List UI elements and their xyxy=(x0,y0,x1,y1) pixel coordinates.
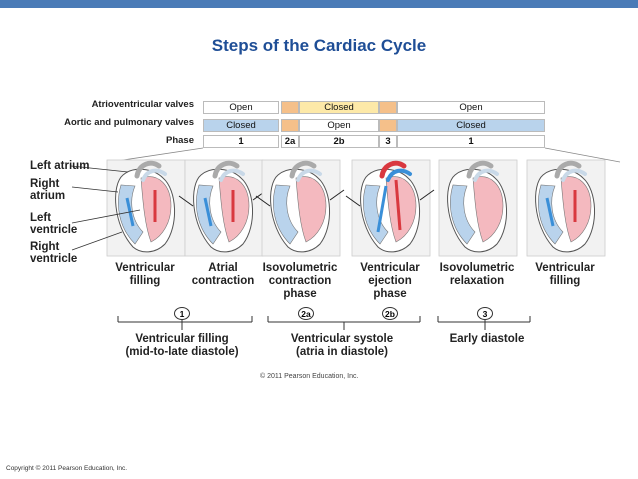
table-cell: Closed xyxy=(203,119,279,132)
flow-arrow-red xyxy=(394,179,402,231)
row-label-phase: Phase xyxy=(166,135,194,146)
stage-caption: Isovolumetric relaxation xyxy=(439,262,515,287)
group-ventricular-systole: Ventricular systole (atria in diastole) xyxy=(290,333,394,358)
pearson-credit: © 2011 Pearson Education, Inc. xyxy=(260,373,359,380)
flow-arrow-blue xyxy=(203,197,213,227)
slide-title: Steps of the Cardiac Cycle xyxy=(211,36,427,55)
right-chambers xyxy=(363,184,389,245)
pointer-arrow xyxy=(178,195,194,207)
heart-panel xyxy=(178,159,268,257)
phase-marker-2b: 2b xyxy=(382,307,398,320)
pulmonary-trunk xyxy=(561,168,587,182)
heart-panel xyxy=(106,159,186,257)
top-accent-bar xyxy=(0,0,638,8)
aorta xyxy=(379,160,407,179)
group-ventricular-filling: Ventricular filling (mid-to-late diastol… xyxy=(125,333,239,358)
left-chambers xyxy=(385,176,417,243)
table-cell xyxy=(281,119,299,132)
heart-panel xyxy=(255,159,345,257)
pointer-arrow xyxy=(329,189,345,201)
group-early-diastole: Early diastole xyxy=(449,333,525,345)
label-leader-lines xyxy=(70,165,141,251)
row-label-semilunar-valves: Aortic and pulmonary valves xyxy=(64,117,194,128)
table-cell: Closed xyxy=(397,119,545,132)
pulmonary-trunk xyxy=(219,168,245,182)
table-cell: Open xyxy=(203,101,279,114)
pointer-arrow xyxy=(255,195,271,207)
pulmonary-trunk xyxy=(473,168,499,182)
aorta xyxy=(289,160,317,179)
label-left-atrium: Left atrium xyxy=(30,160,90,172)
flow-arrow-blue xyxy=(376,185,388,233)
left-chambers xyxy=(472,176,504,243)
stage-caption: Ventricular filling xyxy=(115,262,175,287)
phase-marker-2a: 2a xyxy=(298,307,314,320)
stage-caption: Ventricular ejection phase xyxy=(360,262,420,300)
stage-caption: Isovolumetric contraction phase xyxy=(262,262,338,300)
aorta xyxy=(134,160,162,179)
flow-arrow-blue xyxy=(545,197,555,227)
label-right-atrium: Right atrium xyxy=(30,178,66,202)
aorta xyxy=(554,160,582,179)
table-cell: 2a xyxy=(281,135,299,148)
pulmonary-trunk xyxy=(141,168,167,182)
label-right-ventricle: Right ventricle xyxy=(30,241,78,265)
table-cell: 3 xyxy=(379,135,397,148)
table-cell: 2b xyxy=(299,135,379,148)
pointer-arrow xyxy=(419,189,435,201)
table-cell xyxy=(379,101,397,114)
table-cell: Open xyxy=(397,101,545,114)
right-chambers xyxy=(450,184,476,245)
pointer-arrow xyxy=(345,195,361,207)
table-cell: Open xyxy=(299,119,379,132)
table-cell xyxy=(281,101,299,114)
row-label-av-valves: Atrioventricular valves xyxy=(91,99,194,110)
aorta xyxy=(212,160,240,179)
label-left-ventricle: Left ventricle xyxy=(30,212,78,236)
heart-panel xyxy=(526,159,606,257)
right-chambers xyxy=(273,184,299,245)
pulmonary-trunk xyxy=(296,168,322,182)
heart-panel xyxy=(438,159,518,257)
heart-panel xyxy=(345,159,435,257)
phase-marker-3: 3 xyxy=(477,307,493,320)
copyright-footer: Copyright © 2011 Pearson Education, Inc. xyxy=(6,465,128,472)
table-cell xyxy=(379,119,397,132)
stage-caption: Ventricular filling xyxy=(535,262,595,287)
left-chambers xyxy=(295,176,327,243)
table-cell: Closed xyxy=(299,101,379,114)
pulmonary-trunk xyxy=(386,168,412,182)
phase-marker-1: 1 xyxy=(174,307,190,320)
aorta xyxy=(466,160,494,179)
stage-caption: Atrial contraction xyxy=(191,262,255,287)
table-cell: 1 xyxy=(203,135,279,148)
table-cell: 1 xyxy=(397,135,545,148)
